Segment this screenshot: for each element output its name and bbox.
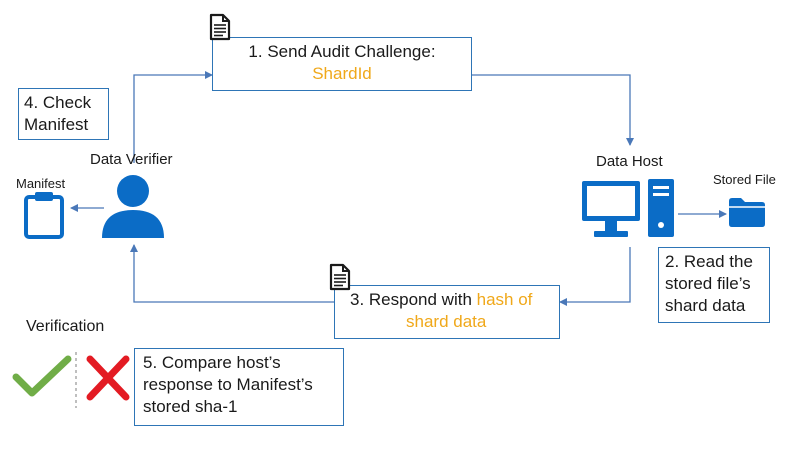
arrow-host-to-response [559, 247, 631, 306]
user-icon [102, 175, 164, 238]
step5-box: 5. Compare host’s response to Manifest’s… [134, 348, 344, 426]
step3-highlight1: hash of [476, 290, 533, 309]
host-label: Data Host [596, 153, 663, 170]
step2-line3: shard data [665, 296, 746, 315]
manifest-label: Manifest [16, 176, 66, 191]
stored-file-label: Stored File [713, 172, 776, 187]
verifier-label: Data Verifier [90, 151, 173, 168]
step1-box: 1. Send Audit Challenge: ShardId [212, 37, 472, 91]
step1-text: 1. Send Audit Challenge: [248, 42, 436, 61]
check-icon [12, 355, 72, 397]
arrow-verifier-to-challenge [133, 71, 213, 163]
step4-line2: Manifest [24, 115, 89, 134]
step1-highlight: ShardId [312, 64, 372, 83]
step2-line1: 2. Read the [665, 252, 753, 271]
computer-icon [582, 179, 674, 237]
arrow-challenge-to-host [472, 74, 634, 146]
folder-icon [729, 198, 765, 227]
document-icon [329, 263, 351, 291]
step4-line1: 4. Check [24, 93, 92, 112]
step2-line2: stored file’s [665, 274, 751, 293]
step3-highlight2: shard data [406, 312, 487, 331]
document-icon [209, 13, 231, 41]
step5-line1: 5. Compare host’s [143, 353, 281, 372]
arrow-response-to-verifier [130, 244, 334, 303]
cross-icon [86, 355, 130, 401]
step3-box: 3. Respond with hash of shard data [334, 285, 560, 339]
verification-label: Verification [26, 318, 105, 335]
step3-text: 3. Respond with [350, 290, 477, 309]
step5-line3: stored sha-1 [143, 397, 238, 416]
step2-box: 2. Read the stored file’s shard data [658, 247, 770, 323]
step5-line2: response to Manifest’s [143, 375, 313, 394]
clipboard-icon [24, 192, 64, 239]
step4-box: 4. Check Manifest [18, 88, 109, 140]
